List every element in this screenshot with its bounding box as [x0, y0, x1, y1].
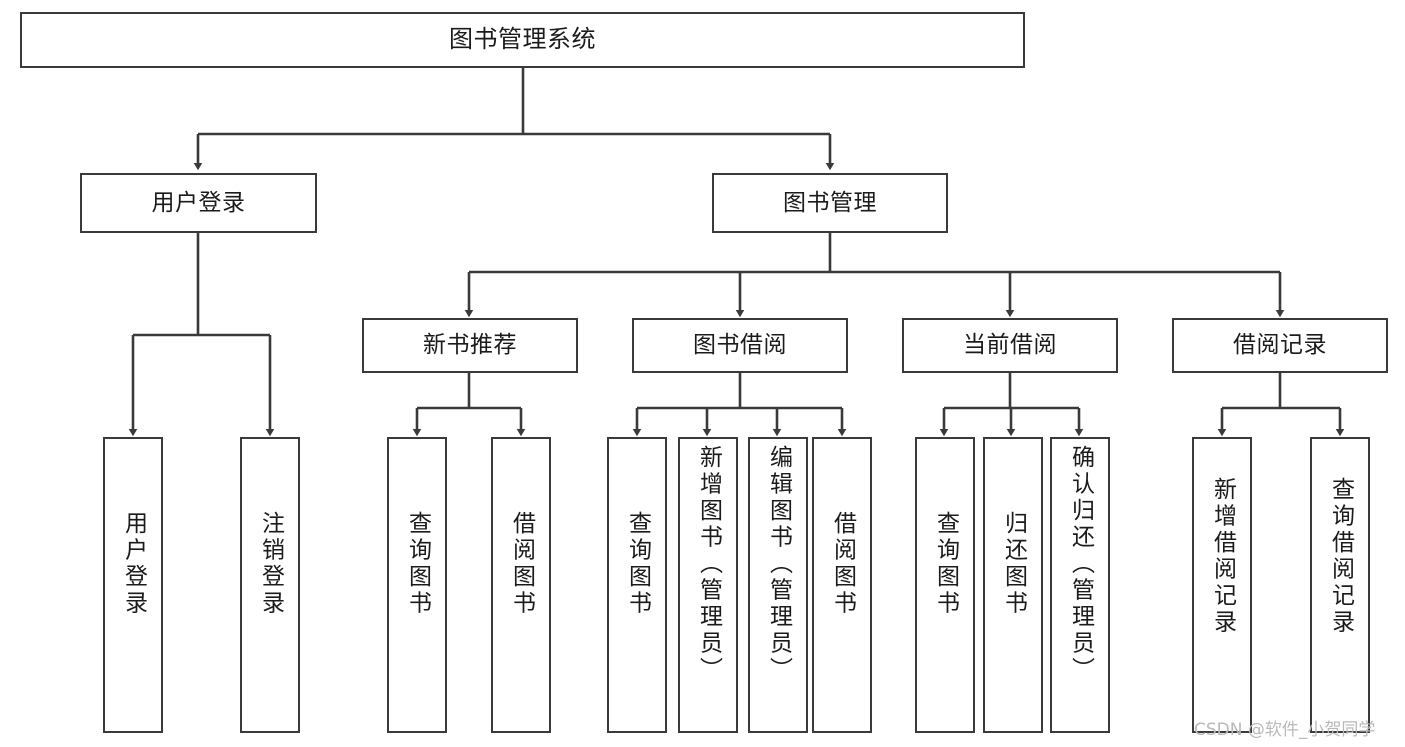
leaf-logout-login[interactable]: 注销登录: [240, 437, 300, 733]
node-label: 图书管理系统: [449, 25, 596, 54]
node-label: 查询图书: [404, 511, 431, 617]
node-label: 图书管理: [783, 189, 877, 216]
node-label: 借阅记录: [1233, 332, 1327, 359]
leaf-confirm-return-admin[interactable]: 确认归还（管理员）: [1050, 437, 1110, 733]
node-new-book-recommend[interactable]: 新书推荐: [362, 318, 578, 373]
node-borrow-record[interactable]: 借阅记录: [1172, 318, 1388, 373]
node-book-manage[interactable]: 图书管理: [712, 173, 948, 233]
node-root-system[interactable]: 图书管理系统: [20, 12, 1025, 68]
node-label: 借阅图书: [829, 511, 856, 617]
node-user-login[interactable]: 用户登录: [80, 173, 317, 233]
node-label: 确认归还（管理员）: [1067, 445, 1094, 684]
node-label: 编辑图书（管理员）: [765, 445, 792, 684]
leaf-borrow-book[interactable]: 借阅图书: [812, 437, 872, 733]
node-label: 查询图书: [932, 511, 959, 617]
leaf-edit-book-admin[interactable]: 编辑图书（管理员）: [748, 437, 808, 733]
leaf-query-book-borrow[interactable]: 查询图书: [607, 437, 667, 733]
node-label: 当前借阅: [963, 332, 1057, 359]
node-label: 借阅图书: [508, 511, 535, 617]
node-label: 查询借阅记录: [1327, 477, 1354, 636]
leaf-query-borrow-record[interactable]: 查询借阅记录: [1310, 437, 1370, 733]
node-label: 新书推荐: [423, 332, 517, 359]
node-label: 用户登录: [151, 189, 246, 216]
leaf-query-book-recommend[interactable]: 查询图书: [387, 437, 447, 733]
leaf-add-borrow-record[interactable]: 新增借阅记录: [1192, 437, 1252, 733]
node-label: 图书借阅: [693, 332, 787, 359]
node-label: 新增图书（管理员）: [695, 445, 722, 684]
node-label: 归还图书: [1000, 511, 1027, 617]
leaf-add-book-admin[interactable]: 新增图书（管理员）: [678, 437, 738, 733]
node-label: 注销登录: [257, 511, 284, 617]
leaf-user-login[interactable]: 用户登录: [103, 437, 163, 733]
leaf-return-book[interactable]: 归还图书: [983, 437, 1043, 733]
leaf-borrow-book-recommend[interactable]: 借阅图书: [491, 437, 551, 733]
leaf-query-book-current[interactable]: 查询图书: [915, 437, 975, 733]
node-label: 查询图书: [624, 511, 651, 617]
node-book-borrow[interactable]: 图书借阅: [632, 318, 848, 373]
csdn-watermark: CSDN @软件_小贺同学: [1194, 720, 1376, 740]
node-current-borrow[interactable]: 当前借阅: [902, 318, 1118, 373]
node-label: 新增借阅记录: [1209, 477, 1236, 636]
node-label: 用户登录: [120, 511, 147, 617]
